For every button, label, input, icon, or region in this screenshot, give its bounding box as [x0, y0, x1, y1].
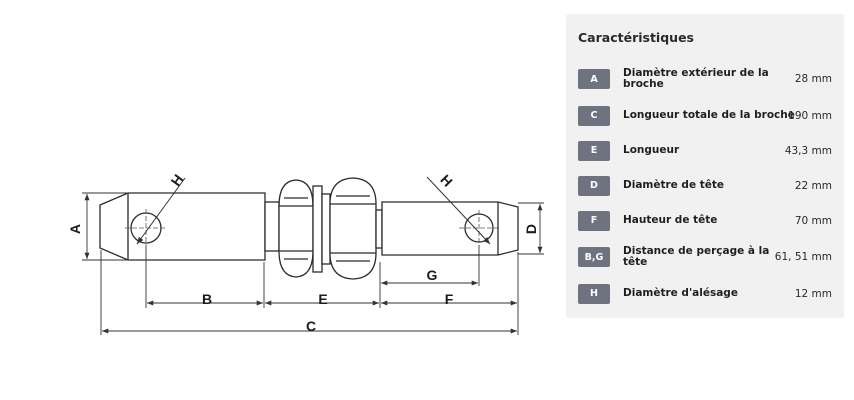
panel-title: Caractéristiques [578, 30, 694, 45]
spec-row-h: H Diamètre d'alésage 12 mm [578, 276, 832, 311]
spec-label: Hauteur de tête [623, 213, 718, 226]
spec-value: 22 mm [794, 179, 832, 192]
dim-label-h-left: H [168, 171, 187, 189]
left-pin [99, 192, 280, 261]
spec-badge: C [578, 105, 610, 126]
dim-label-d: D [523, 224, 539, 234]
spec-value: 12 mm [794, 287, 832, 300]
dim-label-c: C [306, 318, 316, 334]
spec-badge: A [578, 69, 610, 89]
dimension-lines [82, 192, 544, 335]
dim-label-g: G [427, 267, 438, 283]
spec-badge: E [578, 140, 610, 161]
spec-value: 70 mm [794, 214, 832, 227]
spec-row-c: C Longueur totale de la broche 190 mm [578, 98, 832, 133]
spec-label: Diamètre extérieur de la broche [623, 66, 769, 90]
spec-label: Diamètre d'alésage [623, 286, 738, 299]
dim-label-e: E [318, 291, 327, 307]
spec-value: 43,3 mm [784, 144, 832, 157]
characteristics-panel: Caractéristiques A Diamètre extérieur de… [566, 14, 844, 318]
spec-row-f: F Hauteur de tête 70 mm [578, 203, 832, 238]
spec-value: 28 mm [794, 73, 832, 85]
dim-label-a: A [67, 224, 83, 234]
dim-label-h-right: H [437, 171, 456, 189]
left-bore-hole [125, 177, 186, 247]
right-bore-hole [426, 176, 499, 246]
spec-badge: F [578, 210, 610, 231]
spec-label: Longueur totale de la broche [623, 108, 795, 121]
technical-drawing: A D B E F G C H H [67, 171, 544, 335]
spec-row-bg: B,G Distance de perçage à la tête 61, 51… [578, 238, 832, 276]
spec-value: 61, 51 mm [774, 251, 832, 263]
large-nut [329, 177, 377, 280]
spec-row-a: A Diamètre extérieur de la broche 28 mm [578, 60, 832, 98]
spec-row-e: E Longueur 43,3 mm [578, 133, 832, 168]
spec-badge: D [578, 175, 610, 196]
dim-label-f: F [445, 291, 454, 307]
right-pin [375, 201, 519, 256]
spec-value: 190 mm [788, 109, 832, 122]
spec-badge: B,G [578, 247, 610, 267]
small-nut [278, 179, 314, 278]
washer [312, 185, 331, 273]
dim-label-b: B [202, 291, 212, 307]
spec-badge: H [578, 283, 610, 304]
spec-label: Longueur [623, 143, 680, 156]
spec-row-d: D Diamètre de tête 22 mm [578, 168, 832, 203]
spec-list: A Diamètre extérieur de la broche 28 mm … [578, 60, 832, 311]
spec-label: Distance de perçage à la tête [623, 244, 770, 268]
spec-label: Diamètre de tête [623, 178, 725, 191]
